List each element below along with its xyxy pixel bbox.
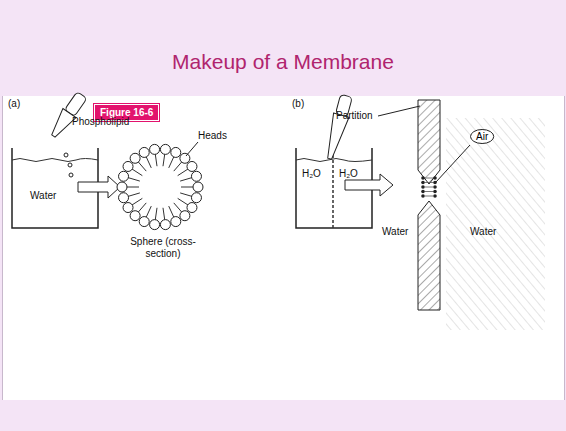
part-label: H₂O <box>302 168 321 180</box>
part-label: Heads <box>198 130 227 142</box>
air-callout: Air <box>470 129 494 144</box>
part-label: Water <box>470 226 496 238</box>
node-text: Air <box>476 131 488 142</box>
part-label: Partition <box>336 110 373 122</box>
panel-letter: (b) <box>292 98 304 110</box>
part-label: Water <box>30 190 56 202</box>
part-label: Water <box>382 226 408 238</box>
slide-title: Makeup of a Membrane <box>0 50 566 74</box>
panel-letter: (a) <box>8 98 20 110</box>
part-label: Sphere (cross-section) <box>128 236 198 259</box>
part-label: Phospholipid <box>72 116 129 128</box>
part-label: H₂O <box>339 168 358 180</box>
